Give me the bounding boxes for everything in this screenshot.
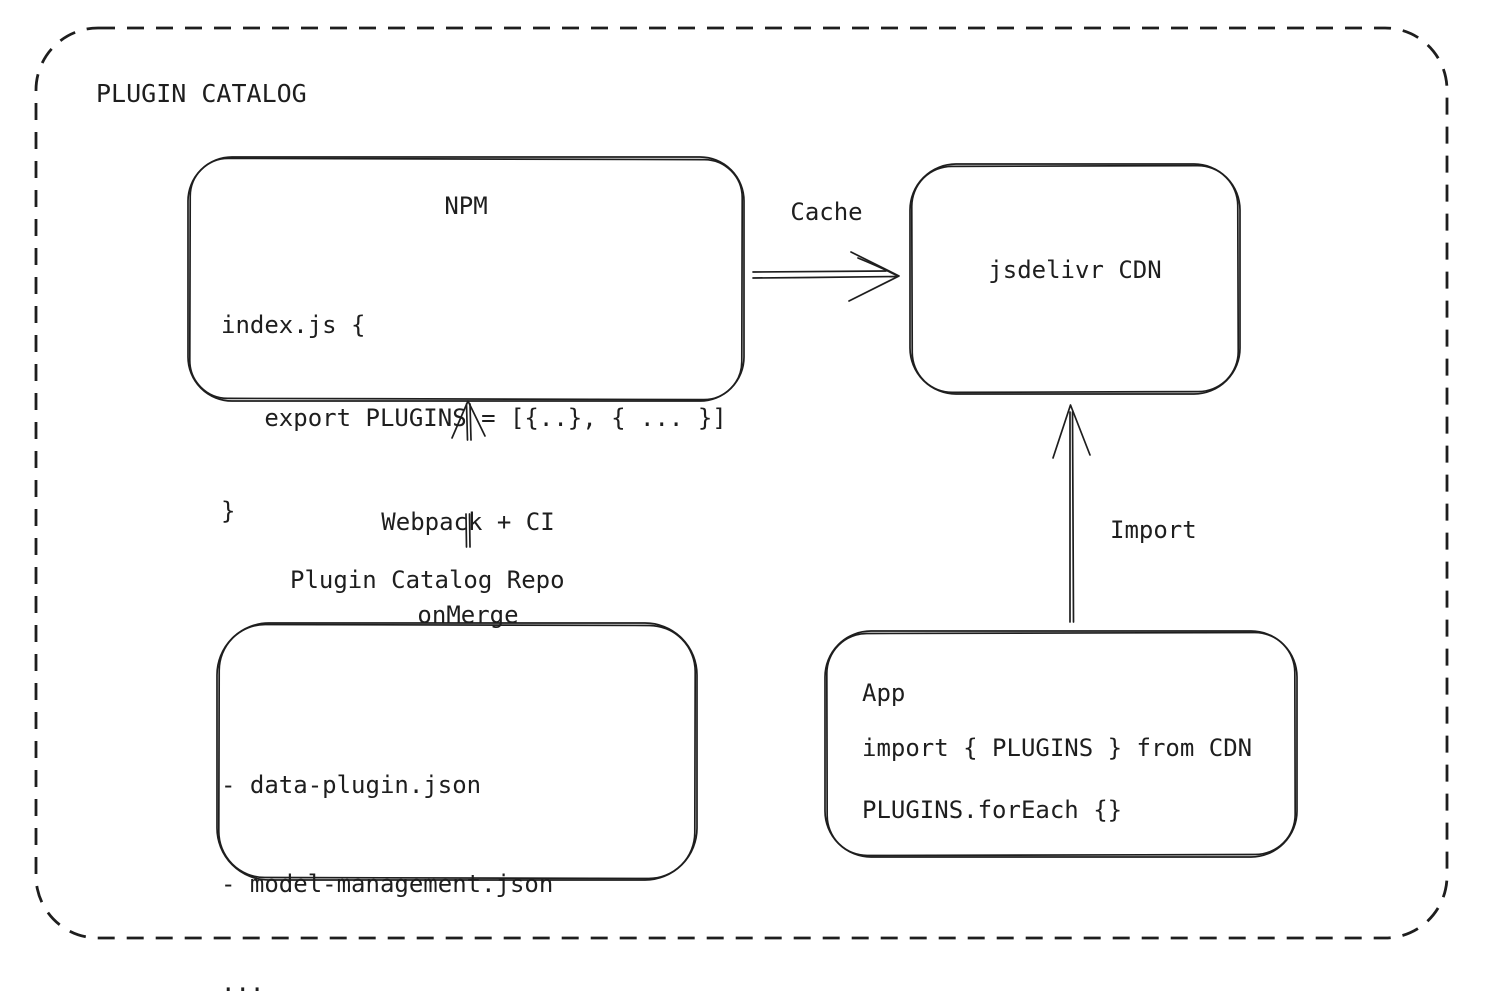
cdn-box	[909, 163, 1241, 395]
webpack-arrow-label-line: Webpack + CI	[381, 508, 555, 536]
repo-file-list: - data-plugin.json - model-management.js…	[221, 703, 553, 1002]
import-arrow-label: Import	[1110, 516, 1197, 544]
repo-box	[216, 622, 698, 881]
repo-file-item: ...	[221, 969, 265, 997]
app-box	[824, 630, 1298, 858]
app-code-import: import { PLUGINS } from CDN	[862, 734, 1253, 762]
cache-arrow	[752, 251, 900, 302]
plugin-catalog-boundary	[34, 26, 1449, 940]
npm-code-block: index.js { export PLUGINS = [{..}, { ...…	[221, 248, 727, 589]
cache-arrow-label: Cache	[790, 198, 863, 226]
app-code-foreach: PLUGINS.forEach {}	[862, 796, 1123, 824]
cdn-box-label: jsdelivr CDN	[988, 256, 1162, 284]
repo-file-item: - model-management.json	[221, 870, 554, 898]
diagram-title: PLUGIN CATALOG	[96, 79, 307, 108]
npm-code-line: index.js {	[221, 311, 366, 339]
npm-box	[187, 156, 745, 402]
import-arrow	[1052, 404, 1091, 623]
npm-box-title: NPM	[444, 192, 488, 220]
webpack-arrow-label-line: onMerge	[417, 601, 519, 629]
repo-file-item: - data-plugin.json	[221, 771, 482, 799]
npm-code-line: }	[221, 497, 236, 525]
webpack-arrow-label: Webpack + CI onMerge	[318, 445, 618, 693]
webpack-arrow	[451, 400, 486, 548]
repo-box-label: Plugin Catalog Repo	[290, 566, 565, 594]
app-box-title: App	[862, 679, 906, 707]
npm-code-line: export PLUGINS = [{..}, { ... }]	[221, 404, 727, 432]
